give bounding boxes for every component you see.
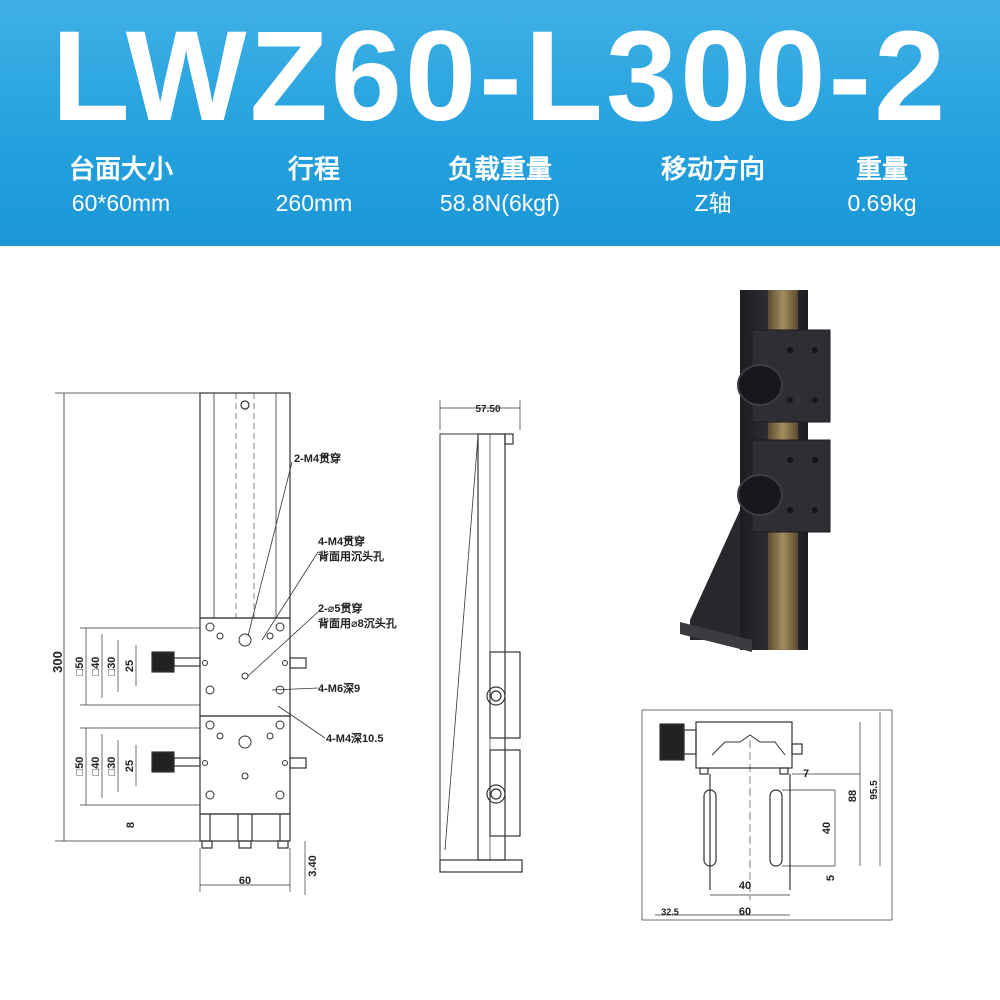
callout: 背面用沉头孔 <box>318 549 384 563</box>
through-hole <box>240 400 250 410</box>
product-photo <box>680 290 831 652</box>
side-base <box>439 859 523 873</box>
spec-stroke: 行程 260mm <box>214 152 414 220</box>
side-upper-carriage <box>489 651 521 739</box>
side-lower-carriage <box>489 749 521 837</box>
spec-value: 260mm <box>275 190 353 216</box>
dim-label: 40 <box>739 880 751 892</box>
spec-label: 重量 <box>855 154 908 184</box>
dim-label: 7 <box>803 768 809 780</box>
bottom-view-labels: 7 88 95.5 40 5 40 60 32.5 <box>661 768 880 918</box>
spec-label: 移动方向 <box>660 154 765 184</box>
knob-icon <box>151 751 175 773</box>
knob-icon <box>737 364 783 406</box>
spec-value: 58.8N(6kgf) <box>439 190 561 216</box>
spec-load: 负载重量 58.8N(6kgf) <box>400 152 600 220</box>
height-label: 300 <box>50 651 65 673</box>
technical-drawing: 300 60 8 3.40 □50 □40 □30 25 □50 □40 □30… <box>50 290 893 921</box>
spec-direction: 移动方向 Z轴 <box>613 152 813 220</box>
table-dim: 25 <box>124 760 136 772</box>
dim-label: 40 <box>821 822 833 834</box>
spec-value: Z轴 <box>694 190 732 216</box>
spec-label: 台面大小 <box>68 154 173 184</box>
callout: 4-M4深10.5 <box>326 731 383 745</box>
table-dim: □50 <box>74 657 86 676</box>
table-dim: 25 <box>124 660 136 672</box>
rail-column <box>199 392 291 619</box>
table-dim: □40 <box>90 657 102 676</box>
dim-label: 88 <box>847 790 859 802</box>
product-title: LWZ60-L300-2 <box>51 5 949 148</box>
spec-label: 行程 <box>287 154 340 184</box>
front-view <box>55 392 326 895</box>
front-view-labels: 300 60 8 3.40 □50 □40 □30 25 □50 □40 □30… <box>50 451 397 887</box>
offset-label: 8 <box>125 822 137 828</box>
dim-label: 5 <box>825 875 837 881</box>
dim-label: 60 <box>739 906 751 918</box>
callout: 4-M4贯穿 <box>318 534 365 548</box>
bottom-view <box>641 709 893 921</box>
spec-label: 负载重量 <box>447 154 552 184</box>
base-label: 3.40 <box>307 855 319 876</box>
table-dim: □50 <box>74 757 86 776</box>
spec-table-size: 台面大小 60*60mm <box>21 152 221 220</box>
callout: 4-M6深9 <box>318 681 360 695</box>
callout: 背面用⌀8沉头孔 <box>318 616 397 630</box>
knob-icon <box>737 474 783 516</box>
spec-value: 60*60mm <box>71 190 171 216</box>
spec-value: 0.69kg <box>847 190 917 216</box>
table-dim: □30 <box>106 757 118 776</box>
upper-carriage <box>199 617 291 717</box>
dim-label: 95.5 <box>869 780 880 800</box>
header-banner: LWZ60-L300-2 台面大小 60*60mm 行程 260mm 负载重量 … <box>0 0 1000 246</box>
knob-icon <box>659 723 685 761</box>
table-dim: □30 <box>106 657 118 676</box>
side-width-label: 57.50 <box>475 404 500 415</box>
table-dim: □40 <box>90 757 102 776</box>
dim-label: 32.5 <box>661 907 679 917</box>
callout: 2-⌀5贯穿 <box>318 601 363 615</box>
side-view <box>439 400 523 873</box>
callout: 2-M4贯穿 <box>294 451 341 465</box>
lower-carriage <box>199 715 291 815</box>
knob-icon <box>151 651 175 673</box>
spec-weight: 重量 0.69kg <box>782 152 982 220</box>
base <box>199 813 291 842</box>
width-label: 60 <box>239 875 251 887</box>
